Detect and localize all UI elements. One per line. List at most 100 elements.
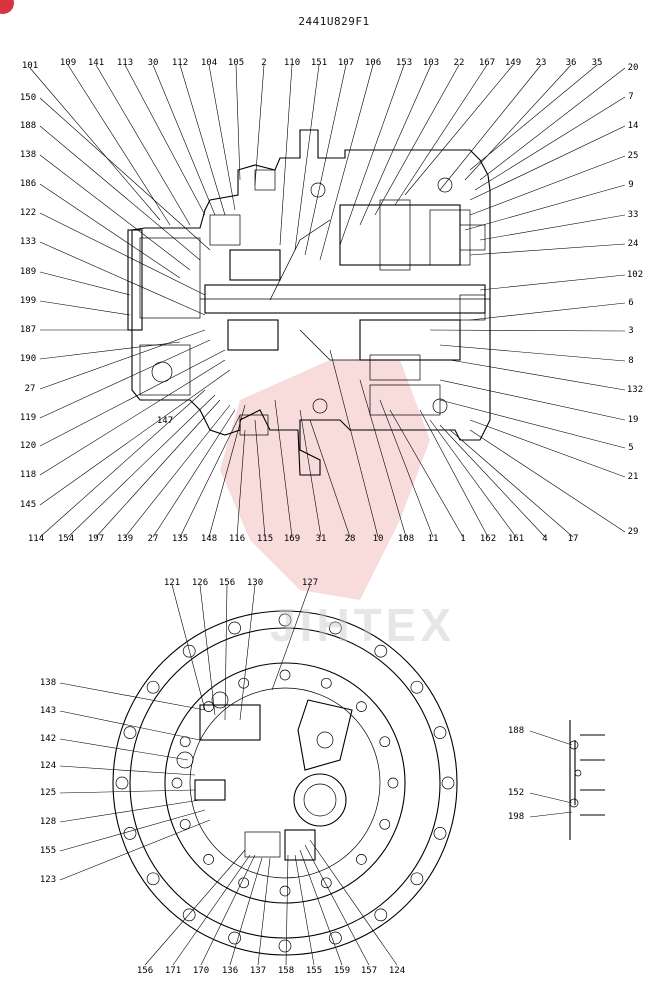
bolt-hole <box>182 908 196 922</box>
callout-label: 145 <box>19 500 37 510</box>
bolt-hole <box>123 827 137 840</box>
callout-label: 33 <box>627 210 639 220</box>
callout-label: 147 <box>156 416 174 426</box>
bolt-hole <box>123 726 137 739</box>
inner-bolt-hole <box>203 854 214 865</box>
callout-label: 3 <box>628 326 634 336</box>
callout-label: 141 <box>87 58 105 68</box>
callout-label: 127 <box>301 578 319 588</box>
callout-label: 9 <box>628 180 634 190</box>
callout-label: 138 <box>19 150 37 160</box>
callout-label: 110 <box>283 58 301 68</box>
callout-label: 139 <box>116 534 134 544</box>
callout-label: 189 <box>19 267 37 277</box>
callout-label: 133 <box>19 237 37 247</box>
callout-label: 155 <box>39 846 57 856</box>
callout-label: 19 <box>627 415 639 425</box>
callout-label: 11 <box>427 534 439 544</box>
section-view <box>127 129 491 476</box>
callout-label: 125 <box>39 788 57 798</box>
inner-bolt-hole <box>203 701 214 712</box>
bolt-hole <box>433 726 447 739</box>
callout-label: 119 <box>19 413 37 423</box>
callout-label: 7 <box>628 92 634 102</box>
callout-label: 22 <box>453 58 465 68</box>
callout-label: 21 <box>627 472 639 482</box>
inner-bolt-hole <box>179 736 191 748</box>
callout-label: 115 <box>256 534 274 544</box>
callout-label: 169 <box>283 534 301 544</box>
callout-label: 197 <box>87 534 105 544</box>
callout-label: 101 <box>21 61 39 71</box>
callout-label: 31 <box>315 534 327 544</box>
callout-label: 105 <box>227 58 245 68</box>
callout-label: 29 <box>627 527 639 537</box>
callout-label: 35 <box>591 58 603 68</box>
bolt-hole <box>115 776 129 790</box>
callout-label: 171 <box>164 966 182 976</box>
callout-label: 120 <box>19 441 37 451</box>
callout-label: 1 <box>460 534 466 544</box>
callout-label: 135 <box>171 534 189 544</box>
callout-label: 123 <box>39 875 57 885</box>
callout-label: 156 <box>218 578 236 588</box>
callout-label: 109 <box>59 58 77 68</box>
inner-bolt-hole <box>279 885 291 897</box>
callout-label: 25 <box>627 151 639 161</box>
callout-label: 148 <box>200 534 218 544</box>
callout-label: 186 <box>19 179 37 189</box>
bolt-hole <box>374 644 388 658</box>
callout-label: 151 <box>310 58 328 68</box>
callout-label: 159 <box>333 966 351 976</box>
callout-label: 107 <box>337 58 355 68</box>
callout-label: 162 <box>479 534 497 544</box>
bolt-hole <box>329 931 342 945</box>
corner-badge <box>0 0 14 14</box>
inner-bolt-hole <box>320 877 332 889</box>
callout-label: 30 <box>147 58 159 68</box>
inner-bolt-hole <box>356 701 367 712</box>
face-leaders <box>59 584 398 966</box>
callout-label: 113 <box>116 58 134 68</box>
callout-label: 152 <box>507 788 525 798</box>
callout-label: 154 <box>57 534 75 544</box>
callout-label: 187 <box>19 325 37 335</box>
callout-label: 137 <box>249 966 267 976</box>
bolt-hole <box>329 621 342 635</box>
callout-label: 10 <box>372 534 384 544</box>
inner-bolt-hole <box>279 669 291 681</box>
callout-label: 2 <box>261 58 267 68</box>
bolt-hole <box>278 613 292 627</box>
callout-label: 102 <box>626 270 644 280</box>
callout-label: 17 <box>567 534 579 544</box>
inner-bolt-hole <box>171 777 183 789</box>
callout-label: 36 <box>565 58 577 68</box>
callout-label: 157 <box>360 966 378 976</box>
bolt-hole <box>182 644 196 658</box>
bolt-hole <box>410 680 424 694</box>
callout-label: 143 <box>39 706 57 716</box>
callout-label: 23 <box>535 58 547 68</box>
callout-label: 122 <box>19 208 37 218</box>
inner-bolt-hole <box>238 877 250 889</box>
callout-label: 121 <box>163 578 181 588</box>
callout-label: 167 <box>478 58 496 68</box>
callout-label: 124 <box>388 966 406 976</box>
callout-label: 104 <box>200 58 218 68</box>
callout-label: 4 <box>542 534 548 544</box>
callout-label: 198 <box>507 812 525 822</box>
callout-label: 136 <box>221 966 239 976</box>
callout-label: 27 <box>147 534 159 544</box>
callout-label: 199 <box>19 296 37 306</box>
bolt-hole <box>146 680 160 694</box>
callout-label: 116 <box>228 534 246 544</box>
callout-label: 161 <box>507 534 525 544</box>
callout-label: 188 <box>19 121 37 131</box>
callout-label: 142 <box>39 734 57 744</box>
bolt-hole <box>433 827 447 840</box>
callout-label: 8 <box>628 356 634 366</box>
callout-label: 24 <box>627 239 639 249</box>
bolt-hole <box>228 621 241 635</box>
callout-label: 188 <box>507 726 525 736</box>
